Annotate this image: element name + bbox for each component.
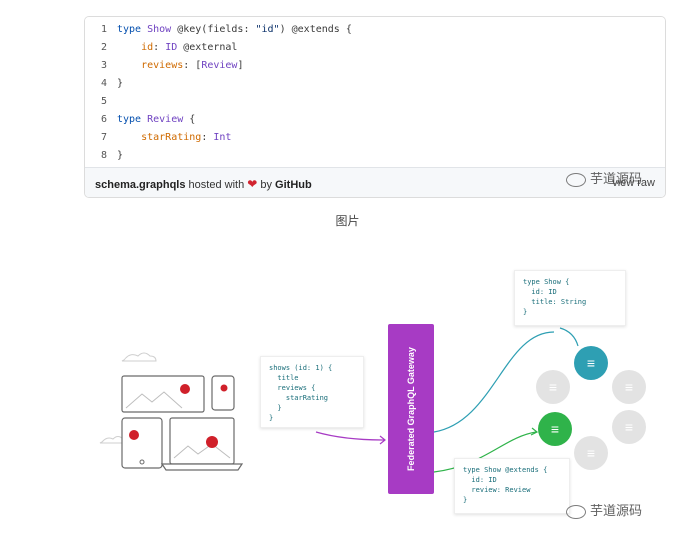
service-node-grey: ≡ — [574, 436, 608, 470]
phone-icon — [211, 375, 235, 411]
federation-diagram: shows (id: 1) { title reviews { starRati… — [84, 252, 664, 532]
code-line: 7 starRating: Int — [85, 129, 665, 147]
code-line: 2 id: ID @external — [85, 39, 665, 57]
show-type-box: type Show { id: ID title: String } — [514, 270, 626, 326]
service-node-grey: ≡ — [536, 370, 570, 404]
gist-by-text: by — [257, 179, 276, 191]
wechat-icon — [566, 172, 586, 187]
line-number: 8 — [100, 150, 107, 161]
gist-meta-text: schema.graphqls hosted with ❤ by GitHub — [95, 177, 312, 191]
line-number: 7 — [100, 132, 107, 143]
line-number: 4 — [100, 78, 107, 89]
gist-filename-link[interactable]: schema.graphqls — [95, 179, 186, 191]
federated-gateway: Federated GraphQL Gateway — [388, 324, 434, 494]
code-text: reviews: [Review] — [141, 60, 244, 71]
line-number: 1 — [100, 24, 107, 35]
code-text: } — [117, 78, 124, 89]
service-node-grey: ≡ — [612, 410, 646, 444]
code-line: 5 — [85, 93, 665, 111]
view-raw-link[interactable]: view raw — [612, 177, 655, 189]
service-node-teal: ≡ — [574, 346, 608, 380]
code-line: 8} — [85, 147, 665, 165]
line-number: 5 — [100, 96, 107, 107]
code-text: starRating: Int — [141, 132, 232, 143]
service-node-grey: ≡ — [612, 370, 646, 404]
diagram-illustration — [99, 327, 579, 473]
code-text: type Review { — [117, 114, 196, 125]
code-line: 3 reviews: [Review] — [85, 57, 665, 75]
watermark-text: 芋道源码 — [590, 504, 643, 519]
query-box: shows (id: 1) { title reviews { starRati… — [260, 356, 364, 428]
line-number: 3 — [100, 60, 107, 71]
watermark-text: 芋道源码 — [590, 172, 643, 187]
heart-icon: ❤ — [247, 177, 258, 191]
code-text: } — [117, 150, 124, 161]
wechat-icon — [566, 504, 586, 519]
gist-code-block: 1 type Show @key(fields: "id") @extends {… — [85, 17, 665, 167]
gist-hosted-text: hosted with — [185, 179, 248, 191]
github-link[interactable]: GitHub — [275, 179, 312, 191]
gateway-label: Federated GraphQL Gateway — [406, 347, 416, 471]
image-caption: 图片 — [335, 214, 360, 228]
code-text: type Show @key(fields: "id") @extends { — [117, 24, 352, 35]
service-node-green: ≡ — [538, 412, 572, 446]
gist-embed: 1 type Show @key(fields: "id") @extends {… — [84, 16, 666, 198]
line-number: 2 — [100, 42, 107, 53]
watermark-bottom: 芋道源码 — [566, 500, 642, 519]
show-extends-box: type Show @extends { id: ID review: Revi… — [454, 458, 570, 514]
code-line: 4} — [85, 75, 665, 93]
code-line: 6 type Review { — [85, 111, 665, 129]
line-number: 6 — [100, 114, 107, 125]
code-text: id: ID @external — [141, 42, 238, 53]
laptop-icon — [169, 417, 235, 465]
monitor-icon — [121, 375, 205, 413]
cloud-icon — [121, 352, 157, 362]
watermark-top: 芋道源码 — [566, 168, 642, 187]
code-line: 1 type Show @key(fields: "id") @extends { — [85, 21, 665, 39]
